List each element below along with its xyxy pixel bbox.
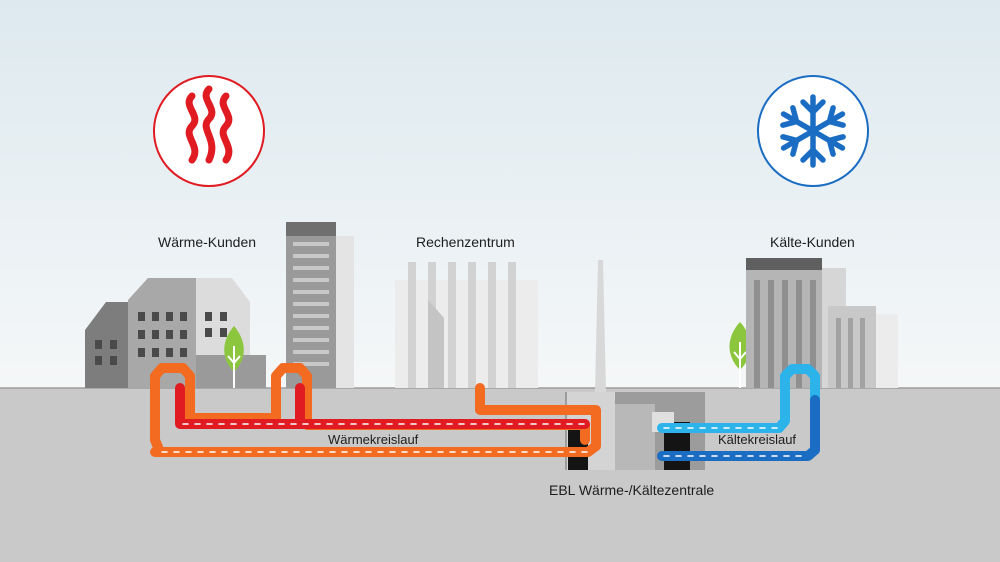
- ground: [0, 388, 1000, 562]
- chimney: [595, 260, 606, 392]
- heat-customer-buildings: [85, 222, 354, 388]
- cold-customer-buildings: [746, 258, 898, 388]
- tree-right: [729, 322, 751, 388]
- heat-waves-icon: [153, 75, 265, 187]
- datacenter-label: Rechenzentrum: [416, 234, 515, 250]
- plant-label: EBL Wärme-/Kältezentrale: [549, 482, 715, 498]
- heat-loop-pipes: [150, 363, 601, 457]
- snowflake-icon: [757, 75, 869, 187]
- cold-customers-label: Kälte-Kunden: [770, 234, 855, 250]
- cold-loop-pipes: [657, 364, 820, 461]
- tree-left: [224, 326, 244, 388]
- cold-loop-label: Kältekreislauf: [718, 432, 797, 447]
- datacenter-building: [395, 262, 538, 388]
- heat-loop-label: Wärmekreislauf: [328, 432, 419, 447]
- heat-customers-label: Wärme-Kunden: [158, 234, 257, 250]
